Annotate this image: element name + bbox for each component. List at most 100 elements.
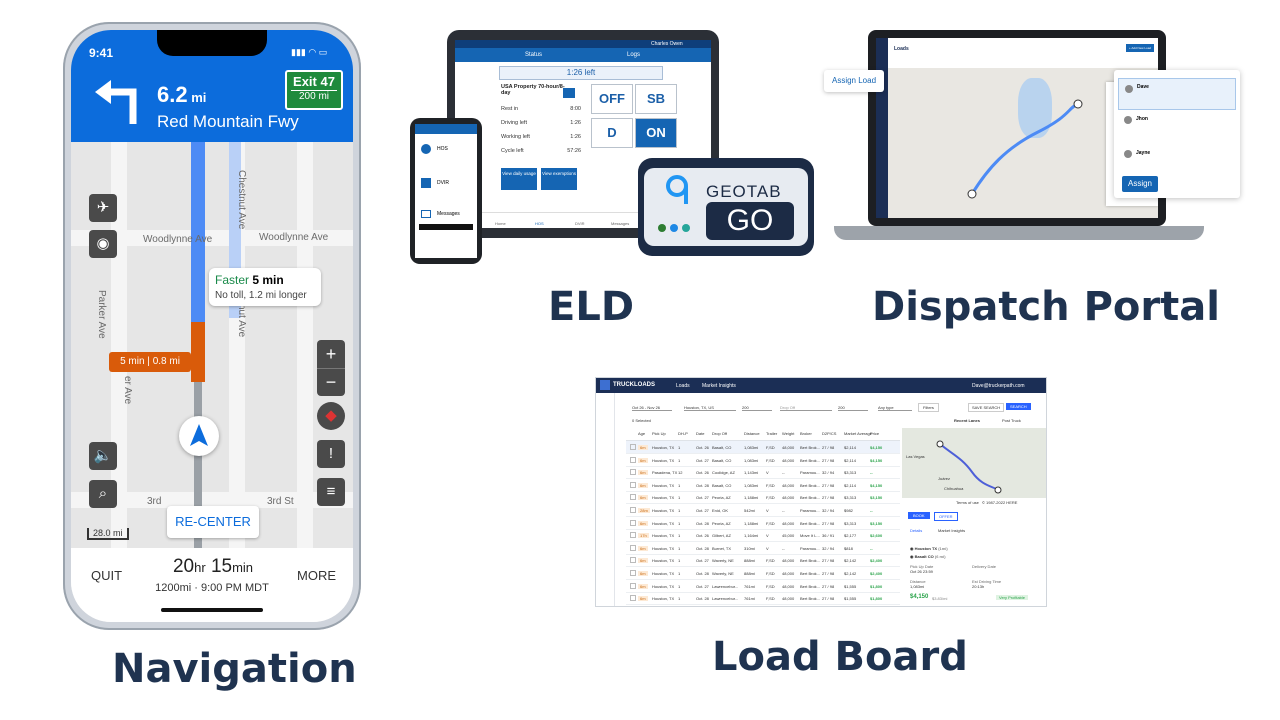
view-exemptions-button[interactable]: View exemptions xyxy=(541,168,577,190)
search-button[interactable]: SEARCH xyxy=(1006,403,1031,410)
more-button[interactable]: MORE xyxy=(297,568,336,583)
save-search-button[interactable]: SAVE SEARCH xyxy=(968,403,1005,412)
column-header[interactable]: Pick Up xyxy=(652,431,666,436)
column-header[interactable]: Broker xyxy=(800,431,812,436)
view-usage-button[interactable]: View daily usage xyxy=(501,168,537,190)
column-header[interactable]: Distance xyxy=(744,431,760,436)
route-options-icon[interactable]: ≡ xyxy=(317,478,345,506)
filters-button[interactable]: Filters xyxy=(918,403,939,412)
tab-market-insights[interactable]: Market Insights xyxy=(938,528,966,533)
zoom-in-icon[interactable]: + xyxy=(325,344,337,364)
column-header[interactable]: Age xyxy=(638,431,646,436)
row-checkbox[interactable] xyxy=(630,519,636,526)
table-cell: F,SD xyxy=(766,445,775,450)
zoom-out-icon[interactable]: − xyxy=(317,368,345,395)
row-checkbox[interactable] xyxy=(630,469,636,476)
status-d-button[interactable]: D xyxy=(591,118,633,148)
quit-button[interactable]: QUIT xyxy=(91,568,123,583)
nav-loads[interactable]: Loads xyxy=(676,383,690,389)
row-checkbox[interactable] xyxy=(630,444,636,450)
search-icon[interactable]: ⌕ xyxy=(89,480,117,508)
dh-o-filter[interactable]: 200 xyxy=(742,405,772,411)
compass-icon[interactable]: ◆ xyxy=(317,402,345,430)
status-sb-button[interactable]: SB xyxy=(635,84,677,114)
edit-icon[interactable] xyxy=(563,88,575,98)
post-truck-checkbox[interactable]: Post Truck xyxy=(1002,418,1021,423)
nav-home[interactable]: Home xyxy=(495,221,506,226)
row-checkbox[interactable] xyxy=(630,481,636,488)
satellite-icon[interactable]: ✈ xyxy=(89,194,117,222)
column-header[interactable]: D2P/CS xyxy=(822,431,837,436)
column-header[interactable]: Price xyxy=(870,431,880,436)
driver-name[interactable]: Jayne xyxy=(1136,150,1151,156)
table-cell: 1,164mi xyxy=(744,533,759,539)
row-checkbox[interactable] xyxy=(630,456,636,463)
device-face: GEOTAB GO xyxy=(644,168,808,246)
tab-status[interactable]: Status xyxy=(525,52,543,58)
report-icon[interactable]: ! xyxy=(317,440,345,468)
row-checkbox[interactable] xyxy=(630,532,636,539)
status-off-button[interactable]: OFF xyxy=(591,84,633,114)
recenter-button[interactable]: RE-CENTER xyxy=(167,506,259,538)
phone-item-hos[interactable]: HOS xyxy=(437,146,448,152)
dh-d-filter[interactable]: 200 xyxy=(838,405,868,411)
pickup-filter[interactable]: Houston, TX, US xyxy=(684,405,736,411)
column-header[interactable]: Weight xyxy=(782,431,795,436)
driver-name[interactable]: Jhon xyxy=(1136,116,1148,122)
assign-button[interactable]: Assign xyxy=(1122,176,1158,192)
row-checkbox[interactable] xyxy=(630,557,636,564)
row-checkbox[interactable] xyxy=(630,595,636,602)
book-button[interactable]: BOOK xyxy=(908,512,930,519)
status-on-button[interactable]: ON xyxy=(635,118,677,148)
row-checkbox[interactable] xyxy=(630,582,636,589)
faster-route-callout[interactable]: Faster 5 min No toll, 1.2 mi longer xyxy=(209,268,321,306)
add-load-button[interactable]: + Add New Load xyxy=(1126,44,1154,52)
offer-button[interactable]: OFFER xyxy=(934,512,958,521)
driver-card-selected[interactable]: Dave xyxy=(1118,78,1236,110)
table-cell: 1 xyxy=(678,558,681,564)
row-checkbox[interactable] xyxy=(630,507,636,513)
transit-icon[interactable]: ◉ xyxy=(89,230,117,258)
street-label: nut Ave xyxy=(236,304,247,338)
row-checkbox[interactable] xyxy=(630,570,636,576)
assign-load-callout[interactable]: Assign Load xyxy=(824,70,884,92)
tab-details[interactable]: Details xyxy=(910,528,923,533)
nav-market-insights[interactable]: Market Insights xyxy=(702,383,736,389)
recent-lanes-dropdown[interactable]: Recent Lanes xyxy=(954,418,981,423)
row-checkbox[interactable] xyxy=(630,544,636,551)
equipment-filter[interactable]: Any type xyxy=(878,405,912,411)
column-header[interactable]: Drop Off xyxy=(712,431,728,436)
phone-item-dvir[interactable]: DVIR xyxy=(437,180,449,186)
zoom-control: + − xyxy=(317,340,345,396)
row-checkbox[interactable] xyxy=(630,494,636,501)
volume-icon[interactable]: 🔈 xyxy=(89,442,117,470)
dropoff-filter[interactable]: Drop Off xyxy=(780,405,832,411)
column-header[interactable]: Market Average xyxy=(844,431,872,436)
nav-dvir[interactable]: DVIR xyxy=(575,221,585,226)
nav-messages[interactable]: Messages xyxy=(611,221,630,226)
nav-hos[interactable]: HOS xyxy=(535,221,544,226)
tab-logs[interactable]: Logs xyxy=(627,52,641,58)
map-terms[interactable]: Terms of use xyxy=(956,500,979,505)
column-header[interactable]: Trailer xyxy=(766,431,778,436)
pickup-date-filter[interactable]: Oct 26 - Nov 26 xyxy=(632,405,672,411)
map-label: Chihuahua xyxy=(944,486,964,491)
column-header[interactable]: DH-P xyxy=(678,431,688,436)
table-cell: Houston, TX xyxy=(652,457,675,463)
phone-item-messages[interactable]: Messages xyxy=(437,211,460,217)
user-email[interactable]: Dave@truckerpath.com xyxy=(972,383,1025,389)
column-header[interactable]: Date xyxy=(696,431,705,436)
